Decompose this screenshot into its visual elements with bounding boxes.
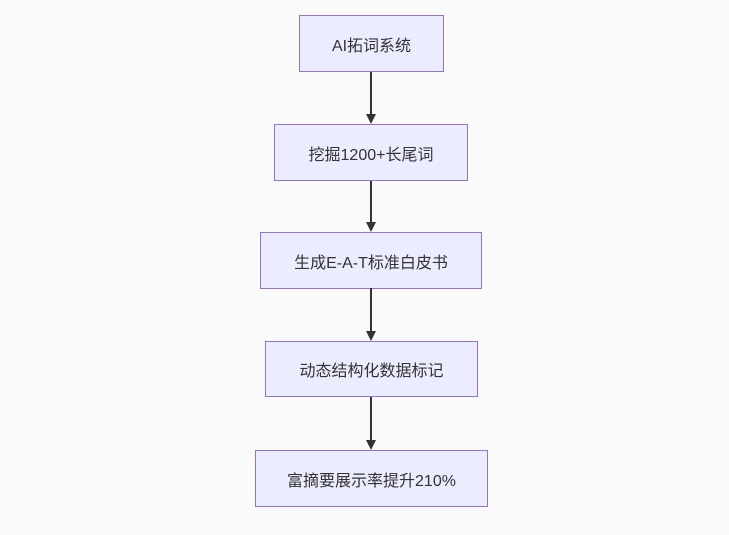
flow-node-rich-snippet-rate: 富摘要展示率提升210% bbox=[255, 450, 488, 507]
flow-node-ai-keyword-system: AI拓词系统 bbox=[299, 15, 444, 72]
arrow-line bbox=[370, 181, 372, 223]
arrow-head-icon bbox=[366, 440, 376, 450]
node-label: 富摘要展示率提升210% bbox=[287, 472, 456, 490]
flow-node-eat-whitepaper: 生成E-A-T标准白皮书 bbox=[260, 232, 482, 289]
node-label: AI拓词系统 bbox=[331, 37, 412, 55]
arrow-line bbox=[370, 397, 372, 441]
arrow-head-icon bbox=[366, 222, 376, 232]
node-label: 挖掘1200+长尾词 bbox=[308, 146, 434, 164]
flow-node-longtail-mining: 挖掘1200+长尾词 bbox=[274, 124, 468, 181]
arrow-head-icon bbox=[366, 331, 376, 341]
arrow-line bbox=[370, 288, 372, 332]
arrow-head-icon bbox=[366, 114, 376, 124]
flow-node-structured-data-markup: 动态结构化数据标记 bbox=[265, 341, 478, 397]
arrow-line bbox=[370, 72, 372, 115]
node-label: 动态结构化数据标记 bbox=[299, 363, 444, 380]
node-label: 生成E-A-T标准白皮书 bbox=[294, 254, 448, 272]
